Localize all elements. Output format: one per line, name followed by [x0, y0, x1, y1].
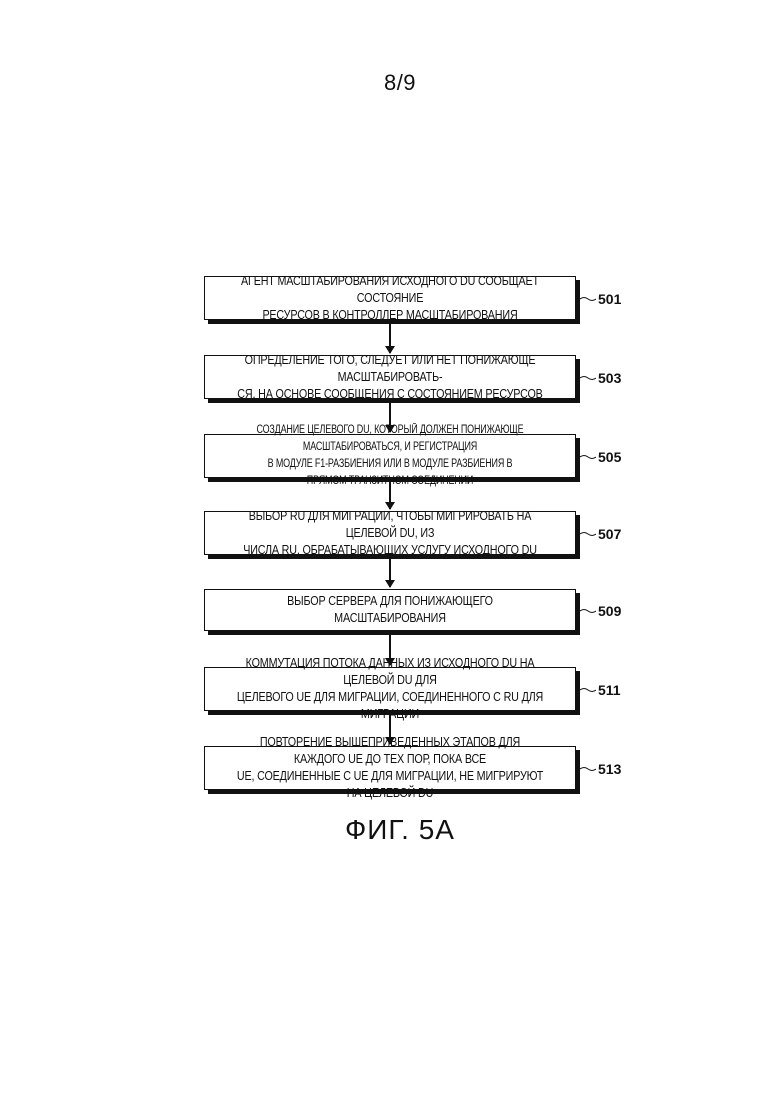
- leader-line-513: [580, 766, 596, 772]
- step-509-box: ВЫБОР СЕРВЕРА ДЛЯ ПОНИЖАЮЩЕГО МАСШТАБИРО…: [204, 589, 576, 631]
- arrow-505-507: [389, 481, 391, 509]
- leader-line-511: [580, 687, 596, 693]
- ref-509: 509: [598, 603, 621, 619]
- leader-line-507: [580, 531, 596, 537]
- ref-513: 513: [598, 761, 621, 777]
- step-503-box: ОПРЕДЕЛЕНИЕ ТОГО, СЛЕДУЕТ ИЛИ НЕТ ПОНИЖА…: [204, 355, 576, 399]
- step-505-text: СОЗДАНИЕ ЦЕЛЕВОГО DU, КОТОРЫЙ ДОЛЖЕН ПОН…: [250, 422, 529, 490]
- step-501-text: АГЕНТ МАСШТАБИРОВАНИЯ ИСХОДНОГО DU СООБЩ…: [236, 273, 544, 324]
- ref-505: 505: [598, 449, 621, 465]
- arrow-507-509: [389, 558, 391, 587]
- step-511-text: КОММУТАЦИЯ ПОТОКА ДАННЫХ ИЗ ИСХОДНОГО DU…: [236, 655, 544, 723]
- leader-line-503: [580, 375, 596, 381]
- step-507-text: ВЫБОР RU ДЛЯ МИГРАЦИИ, ЧТОБЫ МИГРИРОВАТЬ…: [236, 508, 544, 559]
- step-503-text: ОПРЕДЕЛЕНИЕ ТОГО, СЛЕДУЕТ ИЛИ НЕТ ПОНИЖА…: [236, 352, 544, 403]
- step-501-box: АГЕНТ МАСШТАБИРОВАНИЯ ИСХОДНОГО DU СООБЩ…: [204, 276, 576, 320]
- step-513-text: ПОВТОРЕНИЕ ВЫШЕПРИВЕДЕННЫХ ЭТАПОВ ДЛЯ КА…: [236, 734, 544, 802]
- figure-caption: ФИГ. 5А: [0, 814, 780, 846]
- ref-501: 501: [598, 291, 621, 307]
- ref-511: 511: [598, 682, 621, 698]
- leader-line-501: [580, 296, 596, 302]
- step-505-box: СОЗДАНИЕ ЦЕЛЕВОГО DU, КОТОРЫЙ ДОЛЖЕН ПОН…: [204, 434, 576, 478]
- ref-507: 507: [598, 526, 621, 542]
- leader-line-509: [580, 608, 596, 614]
- step-509-text: ВЫБОР СЕРВЕРА ДЛЯ ПОНИЖАЮЩЕГО МАСШТАБИРО…: [236, 593, 544, 627]
- arrow-501-503: [389, 323, 391, 353]
- page-number: 8/9: [0, 70, 780, 96]
- step-513-box: ПОВТОРЕНИЕ ВЫШЕПРИВЕДЕННЫХ ЭТАПОВ ДЛЯ КА…: [204, 746, 576, 790]
- step-507-box: ВЫБОР RU ДЛЯ МИГРАЦИИ, ЧТОБЫ МИГРИРОВАТЬ…: [204, 511, 576, 555]
- leader-line-505: [580, 454, 596, 460]
- ref-503: 503: [598, 370, 621, 386]
- step-511-box: КОММУТАЦИЯ ПОТОКА ДАННЫХ ИЗ ИСХОДНОГО DU…: [204, 667, 576, 711]
